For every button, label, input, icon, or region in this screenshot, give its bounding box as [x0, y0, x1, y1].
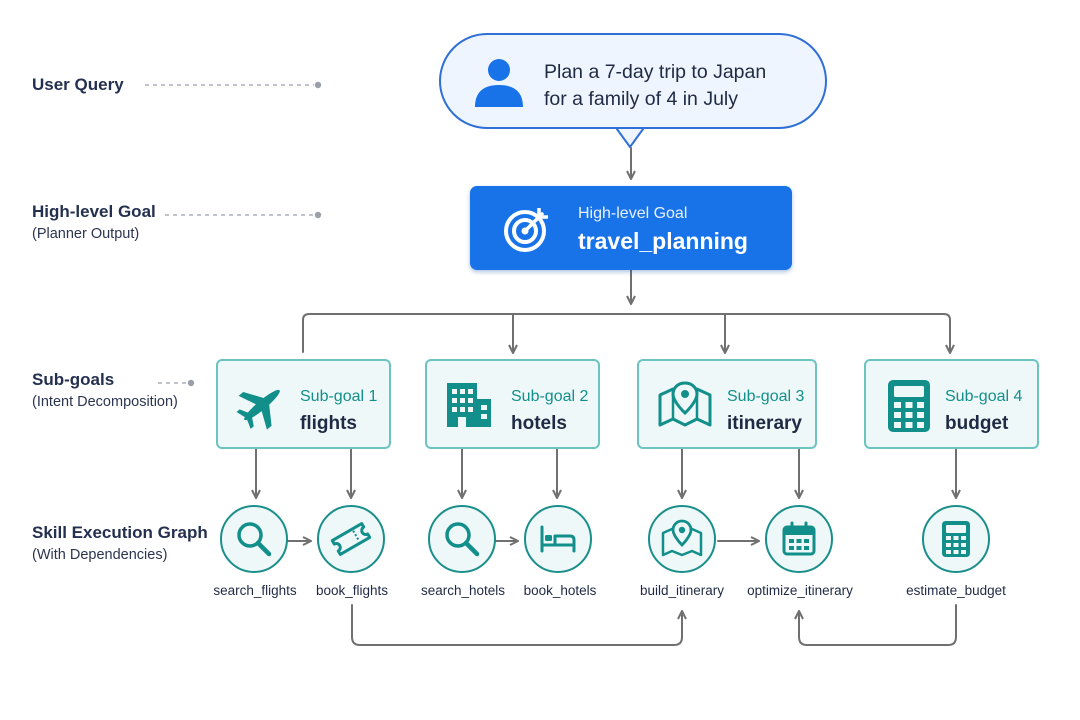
user-query-text: Plan a 7-day trip to Japan for a family … [544, 59, 766, 114]
row-label-title: Sub-goals [32, 370, 115, 389]
subgoal-hotels: Sub-goal 2 hotels [425, 359, 600, 449]
calculator-icon [888, 380, 930, 432]
map-pin-icon [658, 381, 712, 427]
skill-label: book_flights [315, 583, 389, 598]
calendar-icon [782, 521, 816, 556]
search-icon [445, 522, 480, 557]
row-label-title: Skill Execution Graph [32, 523, 208, 542]
subgoal-name: budget [945, 413, 1009, 434]
map-icon [661, 519, 703, 557]
target-icon [504, 208, 548, 252]
ticket-icon [330, 522, 372, 556]
subgoal-label: Sub-goal 4 [945, 388, 1023, 405]
search-icon [237, 522, 272, 557]
row-label-high-level-goal: High-level Goal (Planner Output) [32, 201, 156, 244]
skill-book-hotels [524, 505, 592, 573]
skill-estimate-budget [922, 505, 990, 573]
speech-bubble-tail [613, 125, 647, 148]
skill-label: search_hotels [420, 583, 506, 598]
user-query-line: for a family of 4 in July [544, 88, 738, 111]
row-label-subtitle: (Intent Decomposition) [32, 394, 178, 411]
airplane-icon [236, 389, 280, 430]
bed-icon [540, 525, 576, 553]
row-label-user-query: User Query [32, 74, 124, 96]
subgoal-label: Sub-goal 1 [300, 388, 378, 405]
subgoal-flights: Sub-goal 1 flights [216, 359, 391, 449]
subgoal-budget: Sub-goal 4 budget [864, 359, 1039, 449]
skill-label: book_hotels [523, 583, 597, 598]
building-icon [447, 383, 491, 427]
subgoal-label: Sub-goal 2 [511, 388, 589, 405]
user-query-bubble: Plan a 7-day trip to Japan for a family … [439, 33, 827, 129]
skill-label: optimize_itinerary [747, 583, 853, 598]
subgoal-name: itinerary [727, 413, 802, 434]
row-label-title: User Query [32, 75, 124, 94]
subgoal-itinerary: Sub-goal 3 itinerary [637, 359, 817, 449]
user-icon [475, 59, 523, 107]
skill-search-hotels [428, 505, 496, 573]
skill-label: search_flights [213, 583, 297, 598]
row-label-subtitle: (Planner Output) [32, 226, 140, 243]
skill-label: estimate_budget [906, 583, 1006, 598]
subgoal-name: hotels [511, 413, 567, 434]
goal-label: High-level Goal [578, 205, 688, 222]
skill-label: build_itinerary [639, 583, 725, 598]
row-label-subtitle: (With Dependencies) [32, 547, 168, 564]
high-level-goal-box: High-level Goal travel_planning [470, 186, 792, 270]
skill-build-itinerary [648, 505, 716, 573]
user-query-line: Plan a 7-day trip to Japan [544, 61, 767, 83]
goal-name: travel_planning [578, 228, 748, 254]
row-label-skill-graph: Skill Execution Graph (With Dependencies… [32, 522, 208, 565]
skill-optimize-itinerary [765, 505, 833, 573]
row-label-sub-goals: Sub-goals (Intent Decomposition) [32, 369, 178, 412]
skill-book-flights [317, 505, 385, 573]
subgoal-label: Sub-goal 3 [727, 388, 805, 405]
row-label-leaders [145, 84, 314, 384]
skill-search-flights [220, 505, 288, 573]
calculator-icon [942, 521, 970, 557]
flow-arrows [251, 147, 961, 646]
subgoal-name: flights [300, 413, 357, 434]
row-label-title: High-level Goal [32, 202, 156, 221]
